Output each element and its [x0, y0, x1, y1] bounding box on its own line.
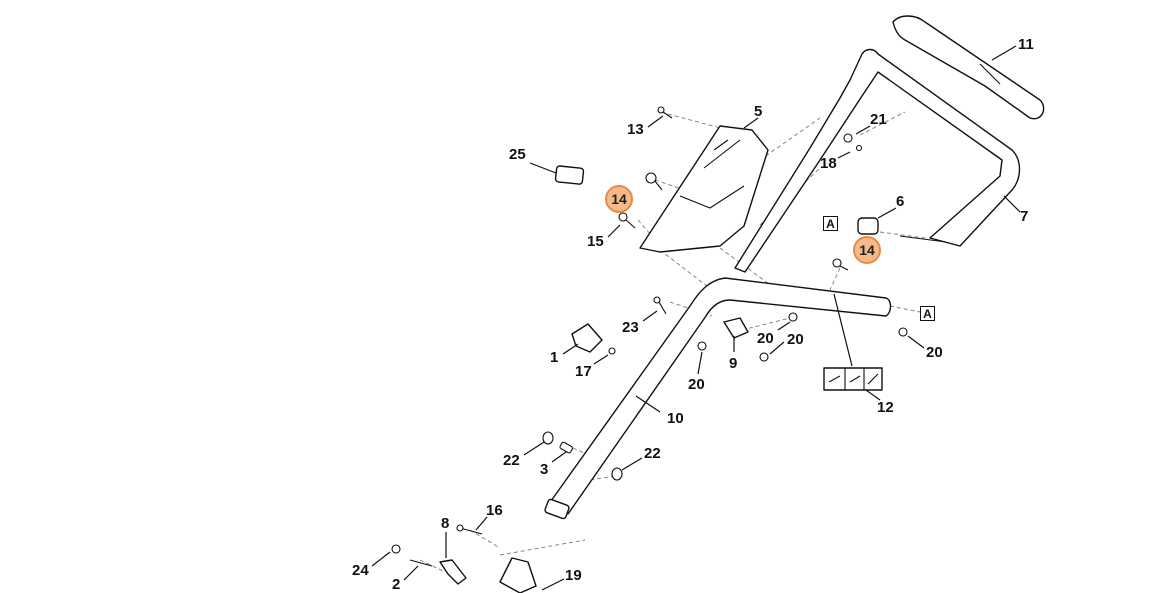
part-9-clamp — [723, 317, 749, 339]
part-14-shaft-upper — [654, 180, 663, 191]
part-20-nut-d — [898, 327, 908, 337]
part-23-head — [653, 296, 661, 304]
leader-lines — [371, 45, 1021, 591]
callout-13: 13 — [627, 121, 644, 138]
part-22-washer-a — [542, 431, 554, 445]
callout-8: 8 — [441, 515, 450, 532]
callout-2: 2 — [392, 576, 401, 593]
part-2-screw — [409, 559, 433, 567]
part-23-shaft — [658, 301, 667, 315]
part-8-lever — [439, 559, 467, 585]
part-16-head — [456, 524, 464, 532]
callout-3: 3 — [540, 461, 549, 478]
highlighted-callout-14-upper: 14 — [605, 185, 633, 213]
part-5-slot-2 — [713, 139, 729, 151]
callout-11: 11 — [1018, 36, 1034, 53]
callout-19: 19 — [565, 567, 582, 584]
callout-22: 22 — [503, 452, 520, 469]
part-6-bushing — [857, 217, 879, 235]
part-7-end — [899, 235, 947, 243]
part-15-shaft — [625, 219, 636, 229]
part-15-screw — [618, 212, 628, 222]
callout-23: 23 — [622, 319, 639, 336]
callout-21: 21 — [870, 111, 887, 128]
part-20-nut-b — [759, 352, 769, 362]
callout-1: 1 — [550, 349, 559, 366]
part-14-screw-lower — [832, 258, 842, 268]
part-3-pin — [559, 441, 574, 454]
callout-10: 10 — [667, 410, 684, 427]
callout-20: 20 — [688, 376, 705, 393]
part-14-shaft-lower — [839, 265, 849, 271]
callout-7: 7 — [1020, 208, 1029, 225]
highlighted-callout-14-lower: 14 — [853, 236, 881, 264]
part-11-grip — [892, 15, 1045, 120]
part-5-ridge — [679, 185, 745, 209]
part-18-nut — [855, 144, 863, 152]
part-1-lever — [571, 323, 603, 353]
part-19-bracket — [499, 557, 537, 593]
callout-12: 12 — [877, 399, 894, 416]
part-12-pictograms — [828, 373, 879, 385]
callout-5: 5 — [754, 103, 763, 120]
part-25-label — [554, 165, 585, 185]
callout-17: 17 — [575, 363, 592, 380]
part-20-nut-a — [788, 312, 798, 322]
reference-box-a-right: A — [920, 306, 935, 321]
part-17-screw — [608, 347, 616, 355]
callout-18: 18 — [820, 155, 837, 172]
part-12-dividers — [844, 368, 865, 390]
assembly-dashed-lines — [419, 111, 926, 573]
callout-20: 20 — [787, 331, 804, 348]
callout-9: 9 — [729, 355, 738, 372]
part-21-washer — [843, 133, 853, 143]
callout-6: 6 — [896, 193, 905, 210]
part-7-upper-handle — [734, 48, 1021, 273]
part-24-nut — [391, 544, 401, 554]
part-14-screw-upper — [645, 172, 657, 184]
part-13-head — [657, 106, 665, 114]
callout-22: 22 — [644, 445, 661, 462]
callout-20: 20 — [926, 344, 943, 361]
part-22-washer-b — [611, 467, 623, 481]
callout-25: 25 — [509, 146, 526, 163]
part-5-cover — [639, 125, 769, 253]
part-12-sticker — [823, 367, 883, 391]
part-20-nut-c — [697, 341, 707, 351]
callout-16: 16 — [486, 502, 503, 519]
part-10-lower-handle — [545, 277, 892, 515]
callout-15: 15 — [587, 233, 604, 250]
callout-20: 20 — [757, 330, 774, 347]
part-16-bolt — [459, 527, 483, 535]
part-10-end-cap — [544, 498, 570, 520]
part-5-slot — [703, 139, 741, 169]
callout-24: 24 — [352, 562, 369, 579]
reference-box-a-left: A — [823, 216, 838, 231]
part-11-grip-seam — [979, 63, 1001, 85]
